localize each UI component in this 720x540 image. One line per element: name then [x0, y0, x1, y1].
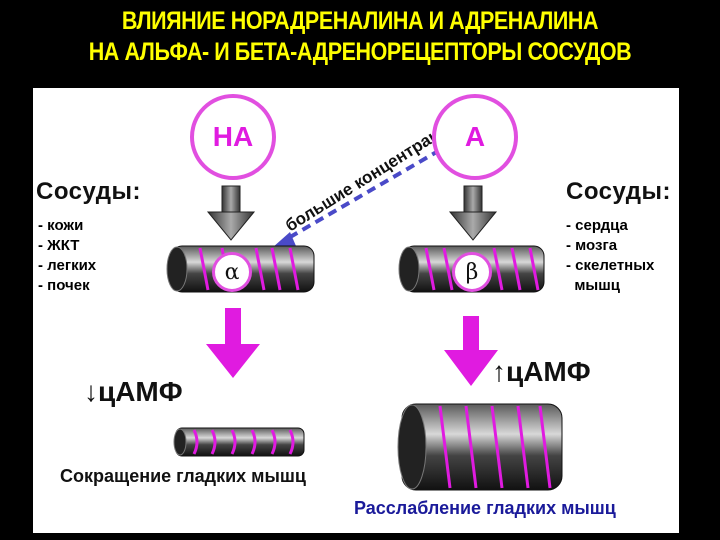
gray-arrow-left [206, 185, 256, 241]
cross-dashed-arrow [272, 148, 442, 248]
left-vessels-label: Сосуды: [36, 178, 141, 205]
hormone-na-circle: НА [190, 94, 276, 180]
alpha-receptor-label: α [224, 259, 240, 285]
list-item: - скелетных [566, 257, 655, 274]
hormone-a-label: А [464, 121, 486, 152]
list-item: - сердца [566, 217, 628, 234]
alpha-receptor: α [212, 252, 252, 292]
diagram-panel [33, 88, 679, 533]
hormone-na-label: НА [212, 121, 254, 152]
title-line-1: ВЛИЯНИЕ НОРАДРЕНАЛИНА И АДРЕНАЛИНА [121, 7, 599, 35]
contraction-caption: Сокращение гладких мышц [60, 466, 306, 486]
slide-title: ВЛИЯНИЕ НОРАДРЕНАЛИНА И АДРЕНАЛИНА НА АЛ… [50, 6, 669, 68]
camp-increase: ↑цАМФ [492, 356, 591, 387]
list-item: - почек [38, 277, 90, 294]
title-line-2: НА АЛЬФА- И БЕТА-АДРЕНОРЕЦЕПТОРЫ СОСУДОВ [88, 38, 632, 66]
list-item: - мозга [566, 237, 618, 254]
gray-arrow-right [448, 185, 498, 241]
camp-decrease: ↓цАМФ [84, 376, 183, 407]
list-item: - легких [38, 257, 97, 274]
right-vessel-list: - сердца - мозга - скелетных мышц [566, 216, 654, 296]
magenta-arrow-left [206, 308, 260, 378]
hormone-a-circle: А [432, 94, 518, 180]
vessel-dilated [397, 403, 563, 491]
right-vessels-label: Сосуды: [566, 178, 671, 205]
vessel-contracted [173, 427, 305, 457]
magenta-arrow-right [444, 316, 498, 386]
list-item: - кожи [38, 217, 84, 234]
beta-receptor: β [452, 252, 492, 292]
list-item: мышц [566, 277, 620, 294]
left-vessel-list: - кожи - ЖКТ - легких - почек [38, 216, 96, 296]
beta-receptor-label: β [465, 259, 479, 285]
list-item: - ЖКТ [38, 237, 80, 254]
relaxation-caption: Расслабление гладких мышц [354, 498, 616, 518]
